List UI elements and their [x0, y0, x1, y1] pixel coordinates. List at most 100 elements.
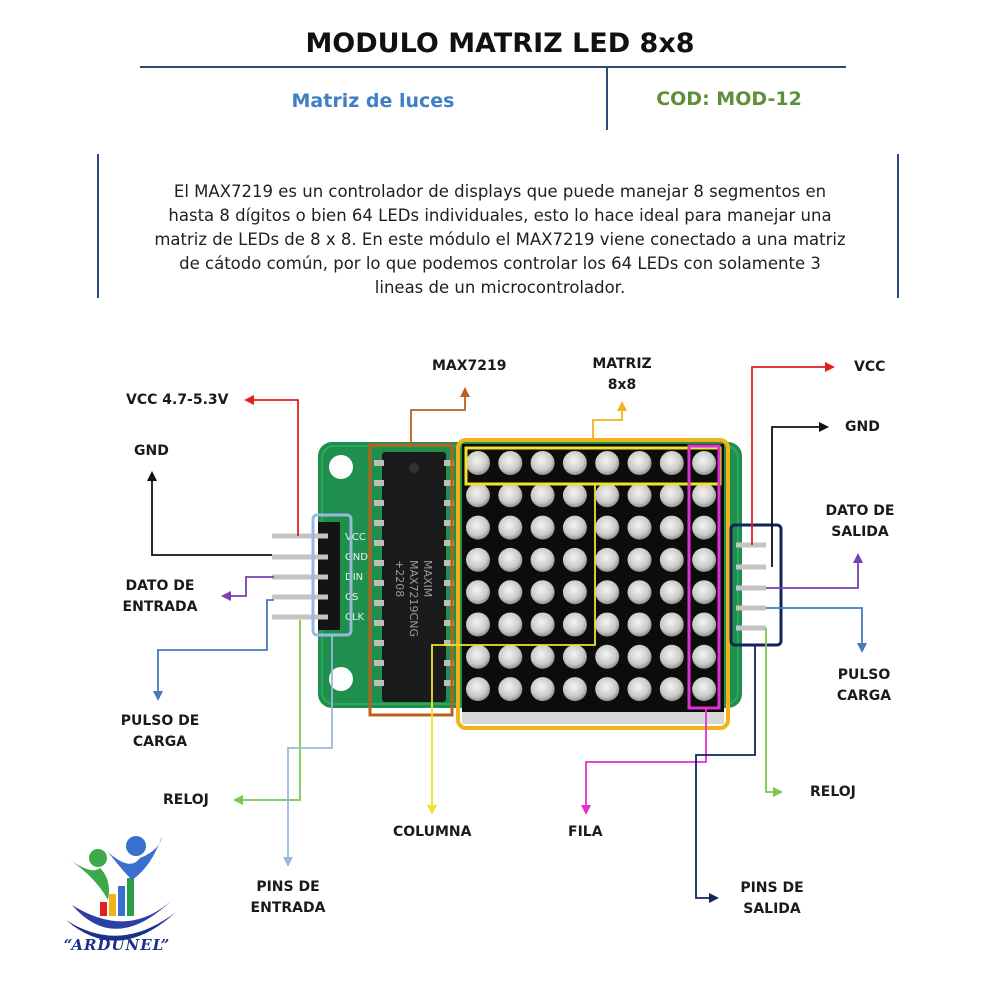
logo-name: “ARDUNEL”	[63, 936, 171, 954]
led-dot	[659, 483, 684, 508]
chip-part: MAX7219CNG	[407, 560, 420, 637]
led-dot	[562, 677, 587, 702]
led-dot	[530, 515, 555, 540]
label-gnd-in: GND	[134, 443, 169, 459]
led-dot	[627, 644, 652, 669]
led-dot	[498, 483, 523, 508]
description-right-bar	[897, 154, 899, 298]
chip-brand: MAXIM	[421, 560, 434, 597]
header-divider	[140, 66, 846, 68]
logo-person-body-icon	[70, 860, 109, 900]
led-dot	[692, 547, 717, 572]
label-max7219: MAX7219	[432, 358, 507, 374]
product-code: COD: MOD-12	[656, 88, 802, 110]
led-grid	[466, 451, 717, 702]
description-line: hasta 8 dígitos o bien 64 LEDs individua…	[168, 206, 832, 225]
led-dot	[562, 612, 587, 637]
label-data-in: DATO DE ENTRADA	[122, 578, 198, 615]
led-dot	[466, 580, 490, 605]
led-dot	[692, 451, 717, 475]
led-dot	[466, 451, 490, 475]
led-dot	[692, 483, 717, 508]
logo-bar-icon	[118, 886, 125, 916]
led-dot	[530, 483, 555, 508]
led-dot	[466, 483, 490, 508]
led-dot	[659, 644, 684, 669]
led-dot	[692, 612, 717, 637]
max7219-chip: MAXIM MAX7219CNG +2208	[374, 452, 454, 702]
pin-label-gnd: GND	[345, 552, 368, 563]
led-dot	[659, 677, 684, 702]
row-line	[585, 708, 707, 808]
led-dot	[595, 515, 620, 540]
led-dot	[530, 580, 555, 605]
led-dot	[530, 451, 555, 475]
led-dot	[466, 677, 490, 702]
led-dot	[466, 612, 490, 637]
led-dot	[466, 515, 490, 540]
led-dot	[659, 612, 684, 637]
led-dot	[562, 644, 587, 669]
description-line: El MAX7219 es un controlador de displays…	[173, 182, 827, 201]
vcc-out-line	[751, 366, 828, 545]
led-dot	[692, 515, 717, 540]
logo-swoosh-icon	[72, 900, 172, 929]
row-highlight-box	[687, 444, 721, 710]
led-dot	[530, 547, 555, 572]
mount-hole	[329, 667, 353, 691]
led-dot	[659, 515, 684, 540]
led-dot	[498, 515, 523, 540]
label-vcc-out: VCC	[854, 359, 886, 375]
led-dot	[498, 580, 523, 605]
label-load-in: PULSO DE CARGA	[120, 713, 200, 750]
led-dot	[595, 612, 620, 637]
clock-out-line	[765, 628, 776, 793]
led-dot	[595, 677, 620, 702]
column-line	[431, 484, 596, 808]
label-pins-in: PINS DE ENTRADA	[250, 879, 326, 916]
led-dot	[692, 644, 717, 669]
pin-label-din: DIN	[345, 572, 363, 583]
led-dot	[562, 580, 587, 605]
gnd-out-line	[771, 426, 822, 567]
matrix-line	[592, 408, 623, 440]
pin-label-clk: CLK	[345, 612, 365, 623]
led-dot	[498, 612, 523, 637]
description-line: lineas de un microcontrolador.	[374, 278, 626, 297]
pin-label-vcc: VCC	[345, 532, 366, 543]
data-out-line	[766, 560, 859, 589]
data-in-line	[228, 576, 274, 597]
load-in-line	[157, 599, 274, 694]
label-load-out: PULSO CARGA	[836, 667, 892, 704]
led-dot	[659, 547, 684, 572]
led-dot	[627, 612, 652, 637]
output-pin-header	[736, 542, 766, 631]
subtitle: Matriz de luces	[291, 90, 455, 112]
label-row: FILA	[568, 824, 603, 840]
logo-person-body-icon	[108, 836, 162, 880]
page-title: MODULO MATRIZ LED 8x8	[305, 28, 695, 59]
led-dot	[498, 677, 523, 702]
led-dot	[627, 677, 652, 702]
label-data-out: DATO DE SALIDA	[825, 503, 895, 540]
logo-person-head-icon	[89, 849, 107, 867]
led-dot	[627, 580, 652, 605]
led-dot	[466, 644, 490, 669]
pins-in-line	[287, 635, 333, 860]
logo-person-head-icon	[126, 836, 146, 856]
label-clock-in: RELOJ	[163, 792, 209, 808]
description-line: de cátodo común, por lo que podemos cont…	[179, 254, 821, 273]
description-left-bar	[97, 154, 99, 298]
led-dot	[627, 515, 652, 540]
led-dot	[562, 547, 587, 572]
led-dot	[498, 451, 523, 475]
led-dot	[627, 483, 652, 508]
led-dot	[498, 644, 523, 669]
vcc-in-line	[250, 399, 299, 536]
led-matrix-base	[462, 712, 724, 724]
led-dot	[562, 515, 587, 540]
label-column: COLUMNA	[393, 824, 472, 840]
led-dot	[530, 612, 555, 637]
led-dot	[659, 451, 684, 475]
